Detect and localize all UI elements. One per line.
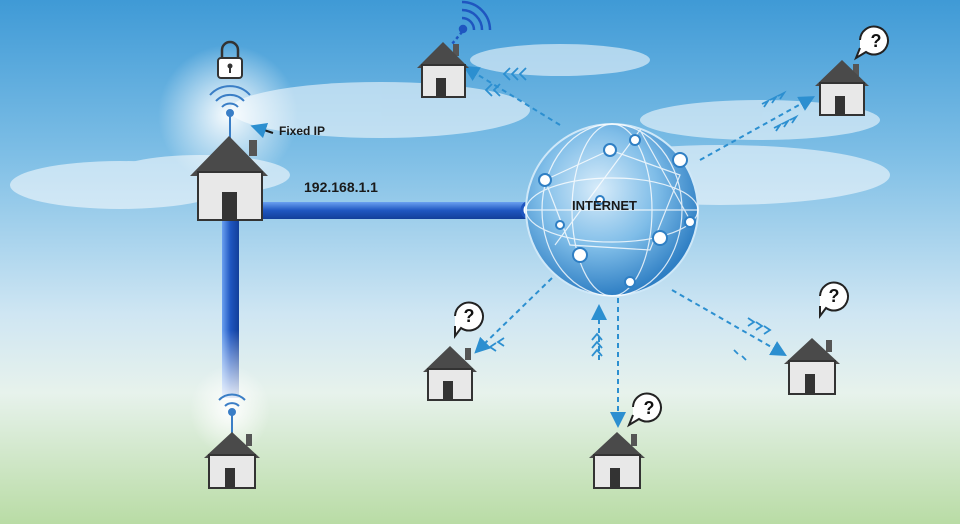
left-house-icon	[423, 346, 477, 401]
bottom-house-icon	[589, 432, 645, 489]
link-left-house	[474, 277, 553, 354]
question-mark-lower-right: ?	[829, 286, 840, 306]
upper-right-house-icon	[815, 60, 869, 116]
question-bubble-left	[454, 301, 484, 339]
wired-house-icon	[204, 432, 260, 489]
question-mark-bottom: ?	[644, 398, 655, 418]
padlock-icon	[217, 40, 243, 79]
connection-pipe-horizontal	[262, 202, 530, 219]
question-mark-upper-right: ?	[871, 31, 882, 51]
link-upper-right-house	[699, 96, 815, 161]
internet-globe	[525, 123, 699, 297]
flow-chevrons	[484, 67, 799, 361]
fixed-ip-pointer	[250, 122, 274, 139]
top-house-icon	[417, 42, 469, 98]
question-bubble-upper-right	[853, 25, 889, 61]
question-bubble-bottom	[626, 392, 662, 428]
fixed-ip-label: Fixed IP	[279, 124, 326, 138]
main-house-icon	[190, 136, 268, 221]
dashed-links	[463, 65, 815, 428]
question-bubble-lower-right	[819, 281, 849, 319]
antenna-main	[209, 85, 251, 140]
internet-label: INTERNET	[572, 198, 637, 213]
link-lower-right-house	[671, 289, 787, 356]
pipe-fade	[222, 330, 239, 400]
globe-nodes	[538, 134, 696, 288]
lower-right-house-icon	[784, 338, 840, 395]
ip-address-label: 192.168.1.1	[304, 179, 378, 195]
question-mark-left: ?	[464, 306, 475, 326]
question-bubbles	[454, 25, 889, 428]
antenna-lower	[218, 393, 246, 434]
wifi-icon	[451, 0, 492, 45]
